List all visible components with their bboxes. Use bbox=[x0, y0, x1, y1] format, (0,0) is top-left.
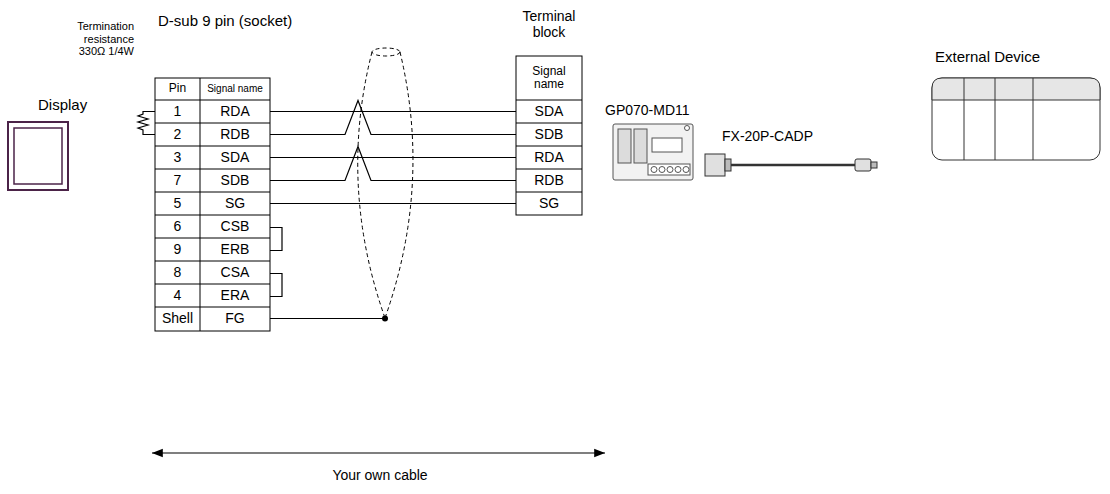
signal-name: SDB bbox=[200, 169, 270, 192]
signal-name: RDA bbox=[200, 100, 270, 123]
pin-number: 7 bbox=[155, 169, 200, 192]
dsub-port bbox=[618, 129, 631, 163]
table-header: Pin bbox=[155, 78, 200, 100]
dsub-port bbox=[634, 129, 647, 163]
plc-body bbox=[932, 78, 1100, 160]
dimension-arrow bbox=[152, 452, 605, 453]
plc-divisions bbox=[964, 78, 1033, 160]
display-monitor bbox=[8, 122, 68, 190]
pin-number: 6 bbox=[155, 215, 200, 238]
resistor-symbol bbox=[138, 112, 155, 135]
monitor-screen bbox=[14, 128, 62, 184]
signal-name: RDA bbox=[516, 146, 582, 169]
signal-name: SDA bbox=[516, 100, 582, 123]
terminal-screw bbox=[667, 167, 673, 173]
node-label: External Device bbox=[935, 48, 1040, 65]
shield-side bbox=[358, 52, 385, 318]
cable-boot bbox=[725, 159, 731, 171]
table-border bbox=[155, 78, 270, 331]
signal-name: SDA bbox=[200, 146, 270, 169]
dimension-label: Your own cable bbox=[290, 466, 470, 486]
table-header: Signal name bbox=[207, 78, 263, 100]
cable-shield bbox=[358, 48, 413, 318]
shield-top bbox=[372, 48, 400, 56]
cable-plug-tip bbox=[871, 162, 877, 168]
terminal-screw bbox=[659, 167, 665, 173]
signal-name: SG bbox=[516, 192, 582, 215]
mount-hole bbox=[685, 126, 690, 131]
node-label: FX-20P-CADP bbox=[722, 128, 813, 144]
signal-name: RDB bbox=[200, 123, 270, 146]
signal-name: CSA bbox=[200, 261, 270, 284]
signal-name: RDB bbox=[516, 169, 582, 192]
signal-name: SDB bbox=[516, 123, 582, 146]
plc-top-strip bbox=[932, 78, 1100, 100]
display-device: Display bbox=[8, 94, 98, 192]
shield-joint bbox=[382, 316, 388, 322]
terminal-screw bbox=[683, 167, 689, 173]
table-border bbox=[516, 56, 582, 215]
terminal-screw bbox=[651, 167, 657, 173]
monitor-frame bbox=[8, 122, 68, 190]
external-device: External Device bbox=[930, 48, 1102, 162]
cable-line bbox=[731, 164, 855, 167]
signal-name: ERA bbox=[200, 284, 270, 307]
signal-name: CSB bbox=[200, 215, 270, 238]
pin-number: 5 bbox=[155, 192, 200, 215]
terminal-table bbox=[516, 56, 582, 215]
table-grid bbox=[155, 78, 270, 331]
pin-number: 9 bbox=[155, 238, 200, 261]
signal-name: SG bbox=[200, 192, 270, 215]
signal-wire bbox=[270, 101, 516, 135]
signal-name: ERB bbox=[200, 238, 270, 261]
cable-connector bbox=[705, 154, 725, 176]
pin-number: 8 bbox=[155, 261, 200, 284]
fg-wire bbox=[270, 318, 385, 319]
resistor-note: Termination resistance 330Ω 1/4W bbox=[58, 14, 134, 64]
cable-unit: FX-20P-CADP bbox=[700, 128, 880, 178]
node-label: GP070-MD11 bbox=[605, 102, 690, 118]
signal-wire bbox=[270, 157, 516, 158]
loopback-jumper bbox=[270, 228, 282, 297]
converter-body bbox=[613, 124, 693, 180]
converter-icon bbox=[613, 124, 693, 180]
terminal-screw bbox=[675, 167, 681, 173]
terminal-strip bbox=[648, 164, 690, 175]
signal-name: FG bbox=[200, 307, 270, 330]
signal-wire bbox=[270, 147, 516, 181]
pin-number: 3 bbox=[155, 146, 200, 169]
signal-wire bbox=[270, 111, 516, 112]
pin-number: 1 bbox=[155, 100, 200, 123]
node-label: Display bbox=[38, 96, 87, 113]
table-grid bbox=[516, 100, 582, 192]
dsub-connector: D-sub 9 pin (socket) bbox=[155, 78, 270, 331]
pin-number: Shell bbox=[155, 307, 200, 330]
pin-number: 4 bbox=[155, 284, 200, 307]
table-header: Signal name bbox=[521, 58, 577, 98]
converter-window bbox=[652, 138, 682, 152]
converter-unit: GP070-MD11 bbox=[603, 102, 703, 182]
cable-plug bbox=[855, 159, 871, 171]
plc-icon bbox=[932, 78, 1100, 160]
pin-number: 2 bbox=[155, 123, 200, 146]
node-label: D-sub 9 pin (socket) bbox=[158, 12, 292, 29]
signal-wire bbox=[270, 203, 516, 204]
dsub-table bbox=[155, 78, 270, 331]
node-label: Terminal block bbox=[516, 8, 582, 40]
cable-icon bbox=[705, 154, 877, 176]
shield-side bbox=[385, 52, 413, 318]
